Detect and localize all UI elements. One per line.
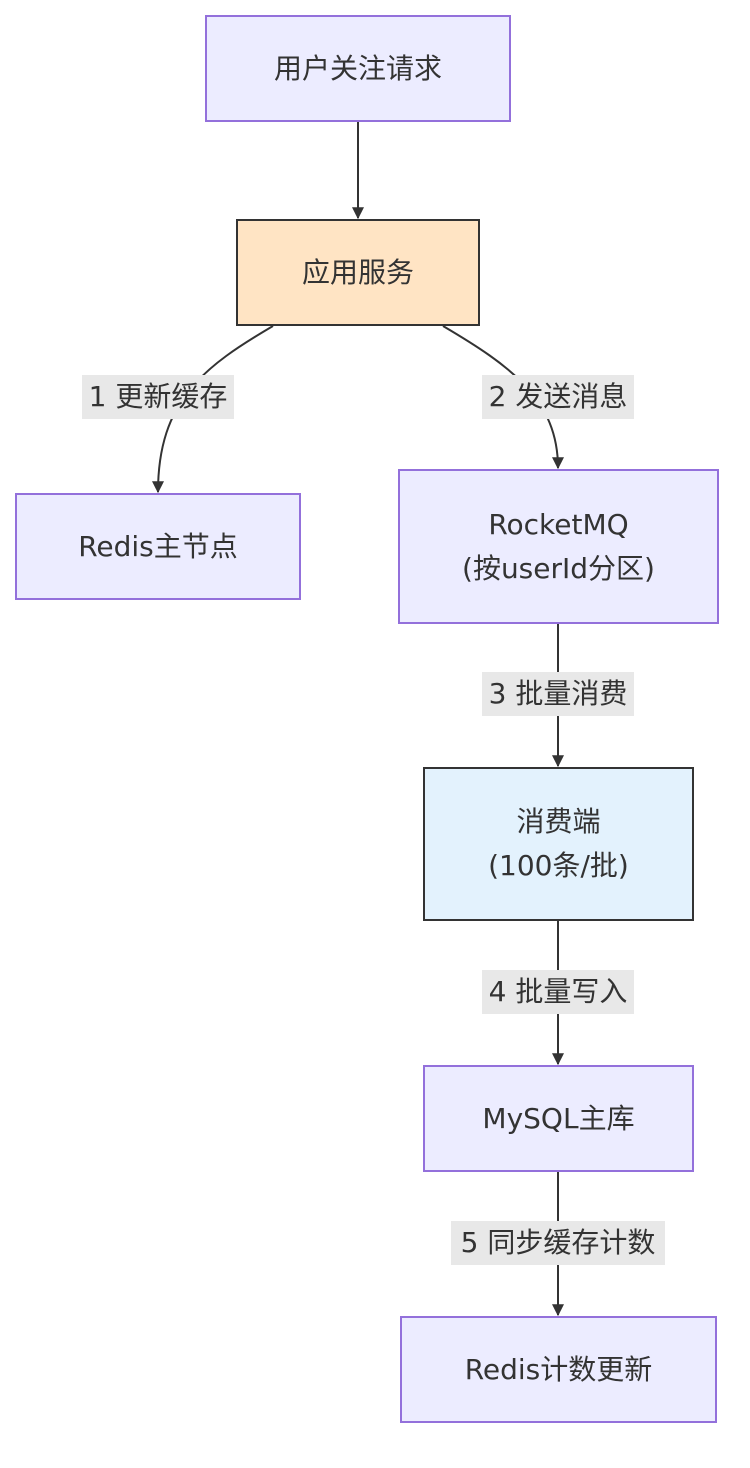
rocketmq-label-line2: (按userId分区)	[462, 551, 655, 585]
redis-count-update-label: Redis计数更新	[464, 1352, 653, 1386]
edge-label-batch-write: 4 批量写入	[482, 970, 634, 1014]
user-follow-request-label: 用户关注请求	[273, 51, 442, 85]
rocketmq-label-line1: RocketMQ	[488, 507, 629, 541]
edge-label-batch-consume: 3 批量消费	[482, 672, 634, 716]
consumer-label-line1: 消费端	[516, 805, 601, 838]
user-follow-request-node: 用户关注请求	[205, 15, 511, 122]
redis-count-update-node: Redis计数更新	[400, 1316, 717, 1423]
mysql-master-label: MySQL主库	[482, 1101, 635, 1135]
app-service-label: 应用服务	[301, 255, 414, 289]
consumer-node: 消费端 (100条/批)	[423, 767, 694, 921]
edge-label-sync-cache-count: 5 同步缓存计数	[451, 1221, 665, 1265]
edge-label-send-message: 2 发送消息	[482, 375, 634, 419]
rocketmq-node: RocketMQ (按userId分区)	[398, 469, 719, 624]
consumer-label-line2: (100条/批)	[488, 849, 629, 882]
app-service-node: 应用服务	[236, 219, 480, 326]
redis-master-label: Redis主节点	[78, 529, 238, 563]
edge-label-update-cache: 1 更新缓存	[82, 375, 234, 419]
redis-master-node: Redis主节点	[15, 493, 301, 600]
mysql-master-node: MySQL主库	[423, 1065, 694, 1172]
